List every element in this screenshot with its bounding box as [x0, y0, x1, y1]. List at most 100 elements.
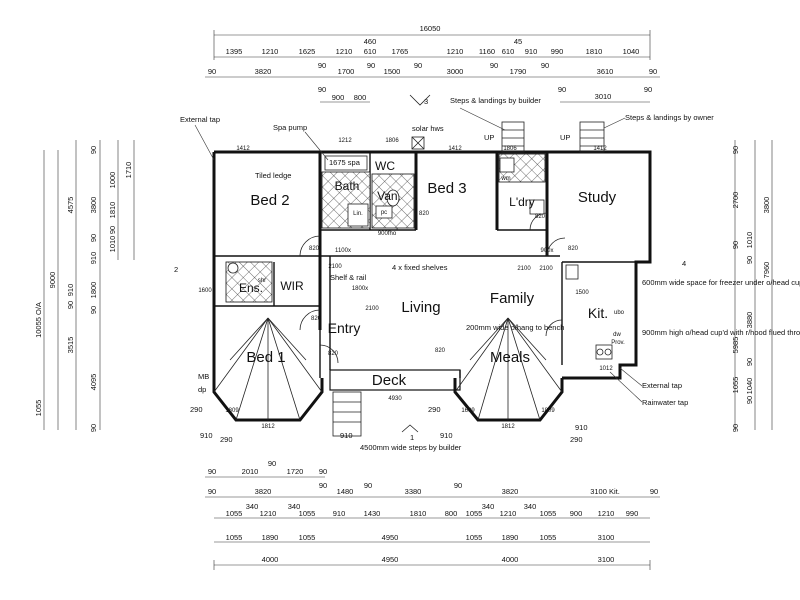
dim-bot2-9: 90 — [650, 487, 658, 496]
label-dw: dw — [613, 332, 621, 338]
note-external-tap: External tap — [180, 115, 220, 124]
dim-top-row2-0: 90 — [208, 67, 216, 76]
dim-bot4-6: 1055 — [540, 533, 557, 542]
dim-top-row1-5: 1765 — [392, 47, 409, 56]
dim-top-row3-3: 90 — [558, 85, 566, 94]
dim-height-2: 2100 — [539, 266, 553, 272]
left-dimensions: 10055 O/A 90 4575 9000 910 90 3515 1055 … — [34, 140, 135, 432]
room-wir: WIR — [280, 279, 304, 293]
dim-door-5: 820 — [311, 316, 322, 322]
dim-left3-0: 1000 — [108, 172, 117, 189]
note-shelf-rail: Shelf & rail — [330, 273, 367, 282]
dim-right2-1: 7960 — [762, 262, 771, 279]
dim-top-row2-8: 90 — [490, 61, 498, 70]
dim-bot3-3: 910 — [333, 509, 346, 518]
note-external-tap-right: External tap — [642, 381, 682, 390]
section-marker-1: 1 — [410, 433, 414, 442]
dim-left2-2: 90 — [89, 306, 98, 314]
dim-window-6: 1812 — [501, 424, 515, 430]
dim-bot5-3: 3100 — [598, 555, 615, 564]
dim-window-8: 1806 — [385, 138, 399, 144]
dim-left-2: 9000 — [48, 272, 57, 289]
dim-height-1: 2100 — [328, 264, 342, 270]
dim-bot2-5: 3380 — [405, 487, 422, 496]
dim-top-row1-4: 610 — [364, 47, 377, 56]
dim-height-3: 2100 — [365, 306, 379, 312]
note-fridge-space: 600mm wide space for freezer under o/hea… — [642, 278, 800, 287]
dim-right-6: 90 — [745, 358, 754, 366]
dim-top-row2-5: 1500 — [384, 67, 401, 76]
dim-opening-3: 1800x — [352, 286, 368, 292]
dim-bay-2: 1809 — [541, 408, 555, 414]
dim-left-0: 90 — [89, 146, 98, 154]
dim-top-row2-12: 90 — [649, 67, 657, 76]
bottom-dimensions: 90 2010 90 1720 90 90 3820 90 1480 90 33… — [205, 459, 660, 570]
dim-door-7: 820 — [435, 348, 446, 354]
dim-right-10: 1040 — [745, 378, 754, 395]
note-tiled-ledge: Tiled ledge — [255, 171, 291, 180]
dim-window-7: 1012 — [599, 366, 613, 372]
dim-right-1: 2700 — [731, 192, 740, 209]
dim-bot3-5: 1810 — [410, 509, 427, 518]
dim-bot-340-3: 340 — [524, 502, 537, 511]
dim-left-4: 90 — [66, 301, 75, 309]
dim-top-row1-11: 1810 — [586, 47, 603, 56]
dim-910-1: 910 — [200, 431, 213, 440]
dim-bot-340-0: 340 — [246, 502, 259, 511]
dim-right2-0: 3800 — [762, 197, 771, 214]
dim-top-row1-1: 1210 — [262, 47, 279, 56]
dim-top-row2-10: 90 — [541, 61, 549, 70]
dim-bot5-1: 4950 — [382, 555, 399, 564]
dim-bot4-7: 3100 — [598, 533, 615, 542]
dim-bot4-4: 1055 — [466, 533, 483, 542]
dim-door-6: 820 — [328, 351, 339, 357]
dim-bot-340-1: 340 — [288, 502, 301, 511]
dim-top-row2-2: 90 — [318, 61, 326, 70]
dim-bot2-6: 90 — [454, 481, 462, 490]
dim-left-1: 4575 — [66, 197, 75, 214]
dim-window-5: 1812 — [261, 424, 275, 430]
room-labels: Bed 2 Bath WC Van. Bed 3 L'dry Study Ens… — [239, 159, 625, 389]
dim-bot2-2: 90 — [319, 481, 327, 490]
dim-bot-340-2: 340 — [482, 502, 495, 511]
dim-top-row2-3: 1700 — [338, 67, 355, 76]
dim-bot3-8: 1210 — [500, 509, 517, 518]
dim-290-1: 290 — [190, 405, 203, 414]
right-dimensions: 90 2700 90 1010 90 3880 90 5985 90 1055 … — [731, 140, 773, 432]
dim-top-row2-6: 90 — [414, 61, 422, 70]
dim-bot3-7: 1055 — [466, 509, 483, 518]
section-marker-2: 2 — [174, 265, 178, 274]
dim-top-45: 45 — [514, 37, 522, 46]
dim-top-row1-6: 1210 — [447, 47, 464, 56]
note-solar-hws: solar hws — [412, 124, 444, 133]
dim-left2-0: 3800 — [89, 197, 98, 214]
dim-290-2: 290 — [220, 435, 233, 444]
dim-bay-1609: 1609 — [461, 408, 475, 414]
dim-910-2: 910 — [440, 431, 453, 440]
room-entry: Entry — [328, 320, 361, 336]
dim-900fho: 900fho — [378, 231, 397, 237]
room-bed-3: Bed 3 — [427, 180, 466, 197]
dim-left2-3: 910 — [89, 252, 98, 265]
dim-bot4-0: 1055 — [226, 533, 243, 542]
room-deck: Deck — [372, 372, 407, 389]
dim-right-8: 90 — [745, 396, 754, 404]
room-living: Living — [401, 299, 440, 316]
dim-290-4: 290 — [570, 435, 583, 444]
dim-right-3: 1010 — [745, 232, 754, 249]
dim-deck: 4930 — [388, 396, 402, 402]
dim-top-row2-7: 3000 — [447, 67, 464, 76]
dim-kitchen-1500: 1500 — [575, 290, 589, 296]
label-wm: wm — [500, 176, 510, 182]
dim-top-row2-1: 3820 — [255, 67, 272, 76]
dim-left3-1: 1710 — [124, 162, 133, 179]
dim-top-row2-9: 1790 — [510, 67, 527, 76]
dim-right-4: 90 — [745, 256, 754, 264]
dim-top-total: 16050 — [420, 24, 441, 33]
dim-top-row1-10: 990 — [551, 47, 564, 56]
note-front-steps: 4500mm wide steps by builder — [360, 443, 462, 452]
room-family: Family — [490, 290, 535, 307]
room-kitchen: Kit. — [588, 305, 608, 321]
dim-left3-3: 1010 — [108, 236, 117, 253]
